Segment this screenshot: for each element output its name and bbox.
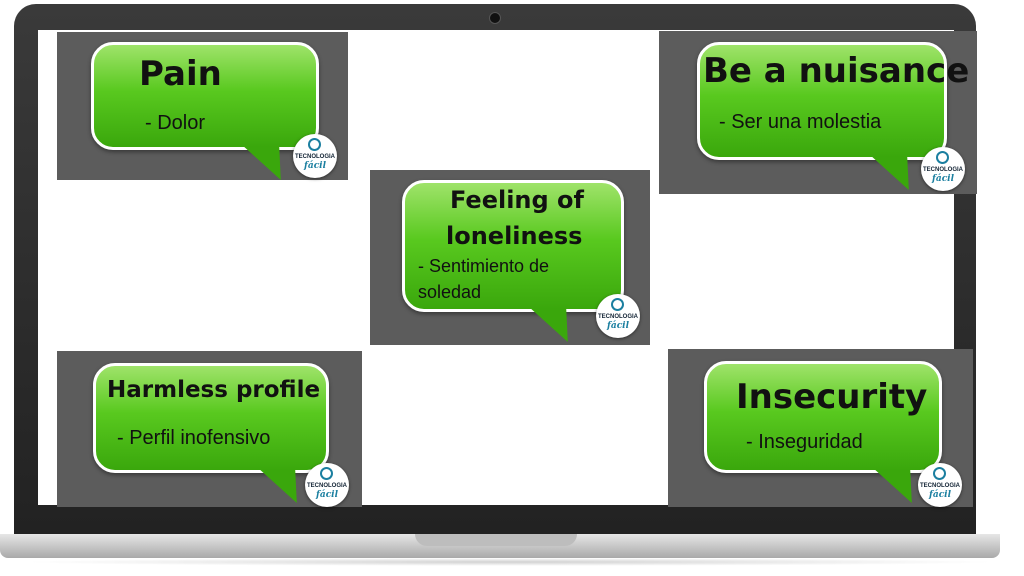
speech-bubble [697,42,947,160]
lightbulb-icon [320,467,333,480]
tecnologia-facil-logo-icon: TECNOLOGIA fácil [921,147,965,191]
logo-text: TECNOLOGIA [923,167,963,173]
card-pain: Pain - Dolor TECNOLOGIA fácil [57,32,348,180]
logo-text: fácil [315,490,339,500]
speech-bubble [93,363,329,473]
logo-text: fácil [606,321,630,331]
speech-bubble [91,42,319,150]
lightbulb-icon [936,151,949,164]
card-nuisance: Be a nuisance - Ser una molestia TECNOLO… [659,31,977,194]
lightbulb-icon [611,298,624,311]
tecnologia-facil-logo-icon: TECNOLOGIA fácil [596,294,640,338]
card-title: Be a nuisance [703,51,970,91]
speech-bubble-tail [243,146,299,180]
speech-bubble-tail [871,156,927,190]
tecnologia-facil-logo-icon: TECNOLOGIA fácil [918,463,962,507]
lightbulb-icon [933,467,946,480]
webcam-icon [489,12,501,24]
card-insecurity: Insecurity - Inseguridad TECNOLOGIA fáci… [668,349,973,507]
logo-text: TECNOLOGIA [598,314,638,320]
laptop-notch [415,534,577,546]
card-subtitle: - Inseguridad [746,431,863,453]
speech-bubble [704,361,942,473]
card-subtitle-line: - Sentimiento de [418,256,550,276]
card-harmless: Harmless profile - Perfil inofensivo TEC… [57,351,362,507]
card-subtitle: - Ser una molestia [719,111,882,133]
logo-text: TECNOLOGIA [307,483,347,489]
card-title-line: Feeling of [450,186,584,214]
logo-text: fácil [928,490,952,500]
logo-text: TECNOLOGIA [920,483,960,489]
logo-text: fácil [931,174,955,184]
card-subtitle-line: soledad [418,282,482,302]
lightbulb-icon [308,138,321,151]
card-loneliness: Feeling of loneliness - Sentimiento de s… [370,170,650,345]
logo-text: TECNOLOGIA [295,154,335,160]
card-title: Pain [139,54,222,94]
tecnologia-facil-logo-icon: TECNOLOGIA fácil [293,134,337,178]
logo-text: fácil [303,161,327,171]
card-subtitle: - Perfil inofensivo [117,427,271,449]
card-title: Insecurity [736,377,928,417]
speech-bubble [402,180,624,312]
speech-bubble-tail [530,308,586,342]
card-subtitle: - Dolor [145,112,206,134]
card-title-line: loneliness [446,222,583,250]
card-title: Harmless profile [107,377,321,403]
laptop-shadow [20,558,1000,566]
tecnologia-facil-logo-icon: TECNOLOGIA fácil [305,463,349,507]
